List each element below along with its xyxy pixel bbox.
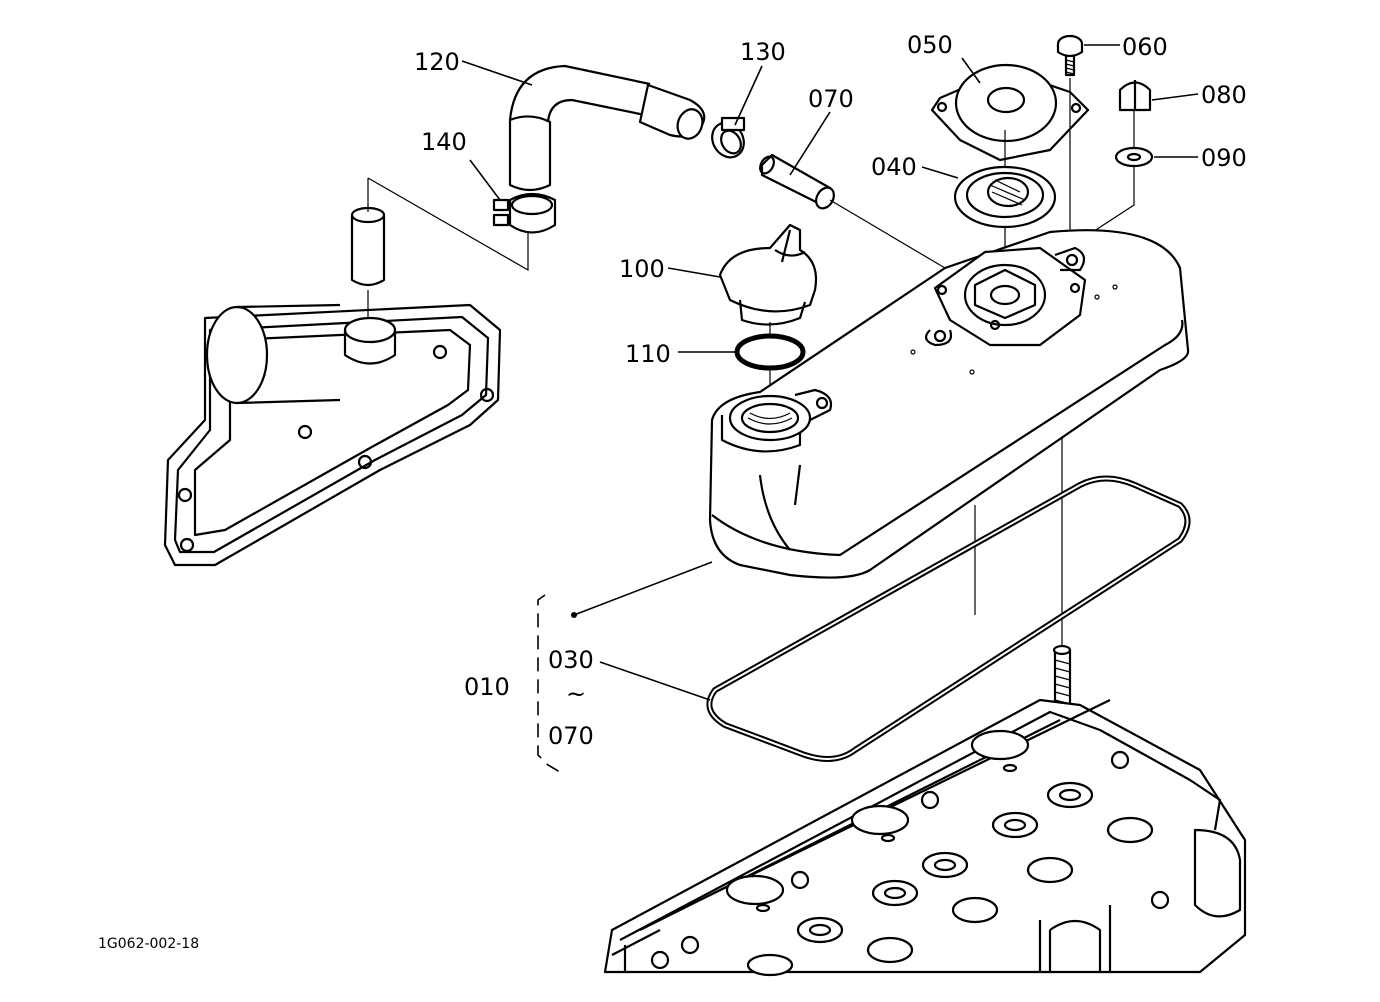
seal-diaphragm [953,165,1057,229]
label-060: 060 [1122,33,1168,61]
cylinder-head [603,698,1247,977]
intake-manifold [163,303,502,567]
o-ring [734,333,806,371]
part-labels: 120 130 070 050 060 080 090 140 040 100 … [98,31,1247,952]
label-070-top: 070 [808,85,854,113]
label-110: 110 [625,340,671,368]
label-080: 080 [1201,81,1247,109]
label-090: 090 [1201,144,1247,172]
label-130: 130 [740,38,786,66]
hose-clamp-140 [492,192,557,234]
label-100: 100 [619,255,665,283]
label-140: 140 [421,128,467,156]
gasket [706,475,1191,762]
leader-lines [461,44,1199,773]
bolt [1056,34,1084,77]
label-050: 050 [907,31,953,59]
valve-cover [708,229,1190,579]
hose-clamp-130 [711,116,746,159]
reference-code: 1G062-002-18 [98,936,199,952]
assembly-line [829,199,946,269]
assembly-line [367,177,529,318]
label-120: 120 [414,48,460,76]
label-range-separator: ~ [566,680,586,708]
cover-plate [930,63,1090,162]
assembly-line [1064,110,1135,251]
oil-filler-cap [718,223,818,326]
label-040: 040 [871,153,917,181]
washer [1114,146,1154,168]
breather-hose [508,64,706,192]
label-030: 030 [548,646,594,674]
label-070-bottom: 070 [548,722,594,750]
label-010: 010 [464,673,510,701]
breather-pipe-short [350,206,386,287]
breather-pipe [759,153,835,210]
cap-nut [1118,80,1152,112]
